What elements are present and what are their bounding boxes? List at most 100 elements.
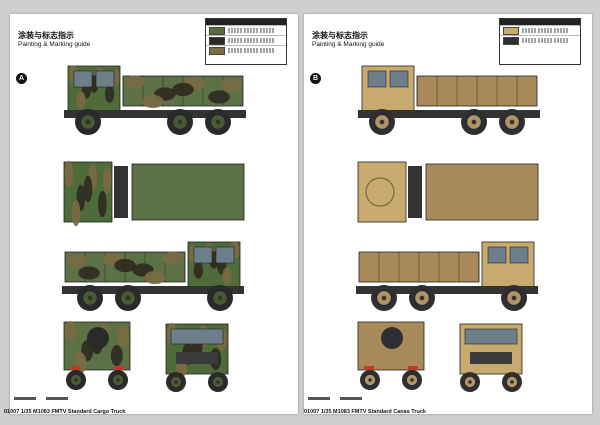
- wheel: [108, 370, 128, 390]
- legend-swatch: [503, 26, 519, 35]
- camo-patch: [64, 160, 74, 188]
- truck-side-view: [64, 65, 246, 135]
- cab-window: [73, 70, 93, 88]
- windshield: [464, 328, 518, 345]
- grille: [176, 352, 218, 364]
- legend-code-cell: [228, 38, 242, 43]
- cab-roof: [357, 161, 407, 223]
- legend-code-cell: [228, 28, 242, 33]
- legend-header-bar: [500, 19, 580, 25]
- spare-tire-rear: [381, 327, 403, 349]
- cargo-cover: [131, 163, 245, 221]
- camo-patch: [142, 94, 164, 109]
- wheel: [207, 285, 233, 311]
- legend-code-cell: [260, 38, 274, 43]
- legend-code-cell: [260, 48, 274, 53]
- cab-window: [509, 246, 529, 264]
- wheel: [77, 285, 103, 311]
- legend-swatch: [209, 26, 225, 35]
- guide-title-en: Painting & Marking guide: [18, 41, 91, 48]
- footer-mark: [14, 396, 38, 402]
- camo-patch: [208, 90, 230, 104]
- cab-window: [95, 70, 115, 88]
- wheel: [360, 370, 380, 390]
- tail-light: [70, 366, 80, 370]
- legend-swatch: [209, 36, 225, 45]
- camo-patch: [222, 267, 232, 285]
- grille: [470, 352, 512, 364]
- legend-code-cell: [538, 38, 552, 43]
- wheel: [502, 372, 522, 392]
- camo-patch: [64, 321, 77, 343]
- legend-code-cell: [554, 28, 568, 33]
- chassis: [64, 110, 246, 118]
- wheel: [66, 370, 86, 390]
- tail-light: [364, 366, 374, 370]
- legend-row: [206, 35, 286, 45]
- legend-code-cell: [244, 48, 258, 53]
- cab-window: [193, 246, 213, 264]
- footer-marks: [308, 396, 364, 402]
- chassis: [356, 286, 538, 294]
- painting-guide-sheet-b: 涂装与标志指示 Painting & Marking guide B: [304, 14, 592, 414]
- camo-patch: [162, 251, 184, 265]
- camo-patch: [104, 85, 115, 103]
- camo-patch: [144, 270, 166, 285]
- truck-side-view: [356, 241, 538, 311]
- camo-patch: [110, 345, 123, 367]
- legend-code-cell: [244, 28, 258, 33]
- painting-guide-sheet-a: 涂装与标志指示 Painting & Marking guide A: [10, 14, 298, 414]
- legend-code-cell: [522, 28, 536, 33]
- tail-light: [114, 366, 124, 370]
- cab-window: [389, 70, 409, 88]
- truck-views-b: [356, 65, 540, 392]
- wheel: [460, 372, 480, 392]
- camo-patch: [114, 258, 136, 273]
- legend-code-cell: [522, 38, 536, 43]
- truck-side-view: [358, 65, 540, 135]
- truck-side-view: [62, 241, 244, 311]
- legend-row: [206, 45, 286, 55]
- wheel: [461, 109, 487, 135]
- legend-header-bar: [206, 19, 286, 25]
- camo-patch: [83, 175, 93, 203]
- legend-code-cell: [538, 28, 552, 33]
- truck-views-a: [62, 65, 246, 392]
- legend-row: [500, 35, 580, 45]
- cargo-cover: [425, 163, 539, 221]
- spare-tire: [114, 166, 128, 218]
- cab-window: [215, 246, 235, 264]
- legend-row: [206, 25, 286, 35]
- paint-legend-table: [499, 18, 581, 65]
- model-caption: 01007 1/35 M1083 FMTV Standard Cargo Tru…: [4, 409, 126, 415]
- camo-patch: [78, 266, 100, 280]
- legend-swatch: [503, 36, 519, 45]
- wheel: [402, 370, 422, 390]
- cab-window: [367, 70, 387, 88]
- cab-window: [487, 246, 507, 264]
- legend-code-cell: [228, 48, 242, 53]
- footer-mark: [46, 396, 70, 402]
- legend-code-cell: [554, 38, 568, 43]
- camo-patch: [98, 190, 107, 218]
- camo-patch: [172, 82, 194, 97]
- guide-title-cn: 涂装与标志指示: [18, 31, 74, 40]
- legend-swatch: [209, 46, 225, 55]
- footer-marks: [14, 396, 70, 402]
- guide-title-en: Painting & Marking guide: [312, 41, 385, 48]
- camo-patch: [220, 78, 242, 92]
- chassis: [62, 286, 244, 294]
- wheel: [369, 109, 395, 135]
- scheme-badge: A: [16, 73, 27, 84]
- legend-code-cell: [244, 38, 258, 43]
- camo-patch: [193, 261, 204, 279]
- wheel: [75, 109, 101, 135]
- tail-light: [408, 366, 418, 370]
- camo-patch: [124, 75, 146, 89]
- footer-mark: [308, 396, 332, 402]
- footer-mark: [340, 396, 364, 402]
- spare-tire: [408, 166, 422, 218]
- wheel: [115, 285, 141, 311]
- wheel: [499, 109, 525, 135]
- paint-legend-table: [205, 18, 287, 65]
